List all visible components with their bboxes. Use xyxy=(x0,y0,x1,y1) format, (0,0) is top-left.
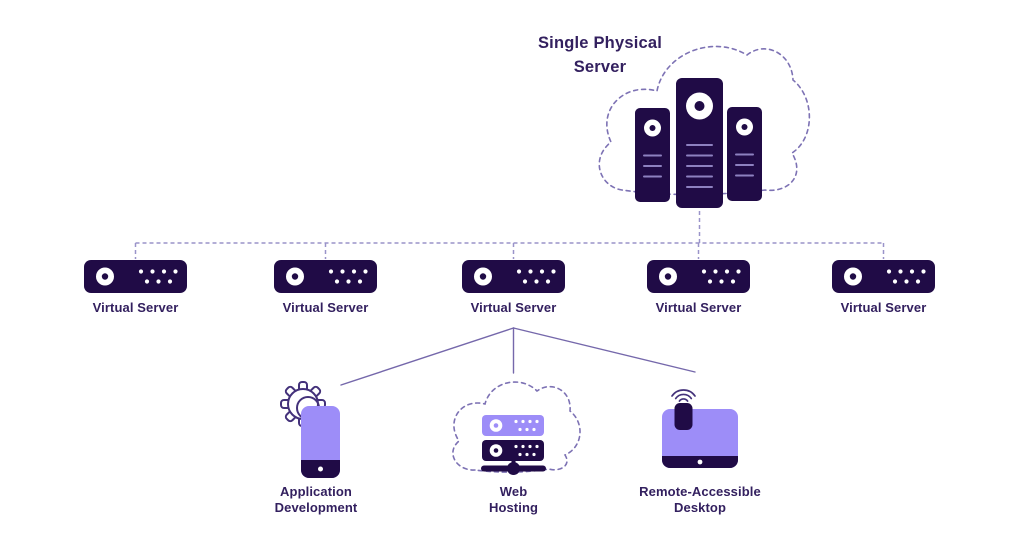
server-tower-left xyxy=(635,108,670,202)
monitor-icon xyxy=(662,409,738,468)
server-tower-center xyxy=(676,78,723,208)
virtual-server-icon-3 xyxy=(462,260,565,293)
use-case-label-web-hosting: Web Hosting xyxy=(488,484,539,515)
use-case-label-remote-accessible-desktop: Remote-Accessible Desktop xyxy=(639,484,761,515)
server-stand xyxy=(481,459,546,475)
hypervisor-dashed-connector xyxy=(134,211,885,259)
remote-control-icon xyxy=(674,403,693,430)
server-bar-top xyxy=(482,415,544,436)
cloud-servers-icon xyxy=(452,381,581,475)
virtual-server-label-3: Virtual Server xyxy=(470,300,557,315)
wifi-signal-icon xyxy=(671,389,696,402)
physical-server-title: Single Physical Server xyxy=(537,34,663,76)
server-bar-bottom xyxy=(482,440,544,461)
virtual-server-icon-5 xyxy=(832,260,935,293)
virtual-server-label-5: Virtual Server xyxy=(840,300,927,315)
virtual-server-label-2: Virtual Server xyxy=(282,300,369,315)
virtual-server-icon-1 xyxy=(84,260,187,293)
monitor-remote-icon xyxy=(662,389,738,468)
web-hosting-cloud-outline xyxy=(452,381,581,473)
virtual-server-label-4: Virtual Server xyxy=(655,300,742,315)
smartphone-icon xyxy=(301,406,340,478)
use-case-label-application-development: Application Development xyxy=(274,484,358,515)
physical-server-cloud-outline xyxy=(598,45,811,196)
server-towers-in-cloud-icon xyxy=(635,78,762,208)
virtual-server-icon-2 xyxy=(274,260,377,293)
phone-gear-icon xyxy=(280,381,340,478)
use-case-connector-lines xyxy=(340,327,696,386)
virtual-server-icon-4 xyxy=(647,260,750,293)
virtual-server-label-1: Virtual Server xyxy=(92,300,179,315)
server-tower-right xyxy=(727,107,762,201)
